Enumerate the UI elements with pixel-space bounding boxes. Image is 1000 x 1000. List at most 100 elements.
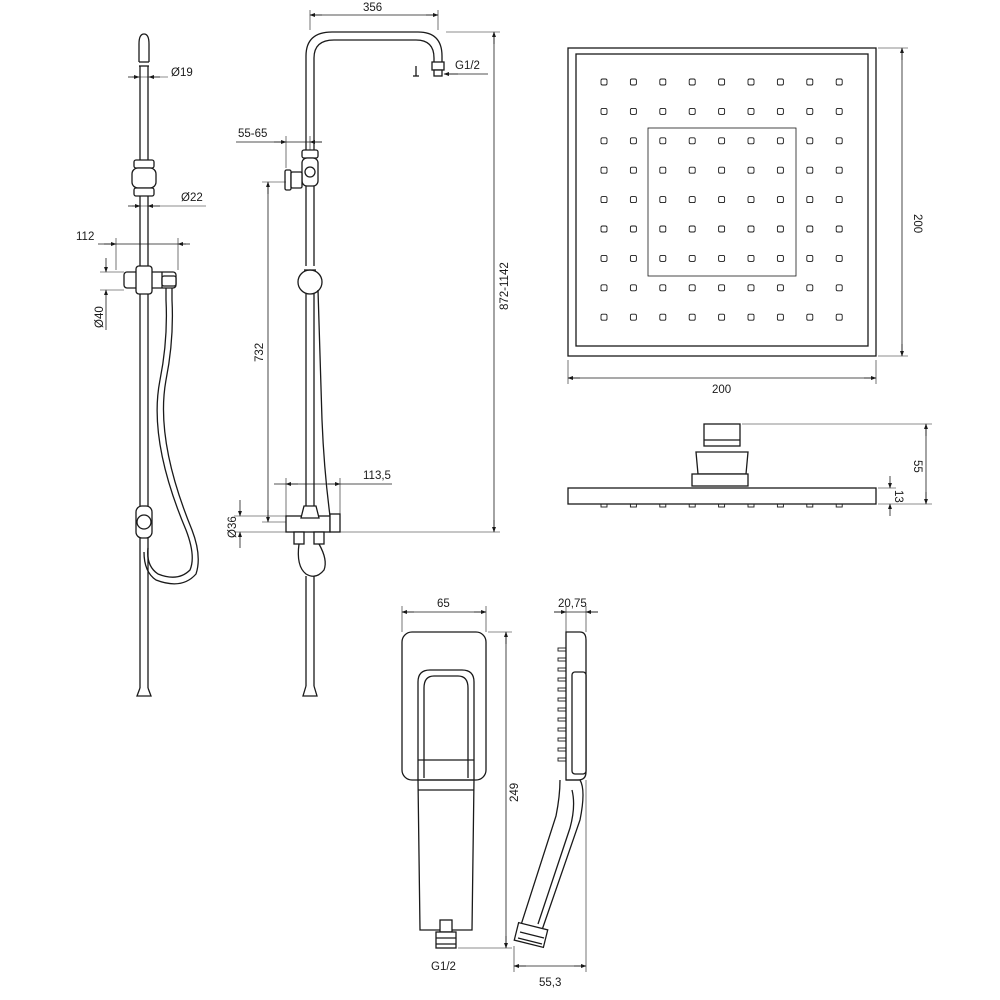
side-nozzle	[776, 503, 784, 508]
nozzle	[776, 196, 784, 204]
hand-nozzles	[557, 647, 567, 762]
hand-nozzle	[557, 747, 567, 752]
dim-height-total: 872-1142	[499, 262, 511, 310]
nozzle	[659, 166, 667, 174]
dim-hand-depth: 55,3	[539, 977, 561, 989]
dim-hand-length: 249	[509, 783, 521, 802]
dim-dia-mid: Ø22	[181, 192, 203, 204]
nozzle	[835, 107, 843, 115]
side-nozzle	[747, 503, 755, 508]
nozzle	[806, 254, 814, 262]
nozzle	[688, 254, 696, 262]
nozzle	[659, 137, 667, 145]
nozzle	[600, 196, 608, 204]
nozzle	[718, 284, 726, 292]
dim-dia-bottom: Ø36	[227, 516, 239, 538]
side-nozzle	[629, 503, 637, 508]
nozzle	[659, 254, 667, 262]
nozzle	[806, 137, 814, 145]
nozzle	[629, 78, 637, 86]
nozzle	[747, 313, 755, 321]
dim-hand-thread: G1/2	[431, 961, 456, 973]
dim-width-112: 112	[76, 231, 94, 243]
hand-nozzle	[557, 717, 567, 722]
nozzle	[659, 284, 667, 292]
nozzle	[776, 78, 784, 86]
nozzle	[776, 137, 784, 145]
side-nozzle	[659, 503, 667, 508]
hand-nozzle	[557, 657, 567, 662]
nozzle	[688, 196, 696, 204]
nozzle	[747, 225, 755, 233]
nozzle	[718, 166, 726, 174]
dim-head-total-height: 55	[911, 460, 923, 473]
nozzle	[600, 166, 608, 174]
nozzle	[688, 166, 696, 174]
column-front-view: 356 G1/2 55-65 732 872-1142 113,5	[227, 2, 511, 697]
nozzle	[747, 166, 755, 174]
dim-head-thickness: 13	[892, 490, 904, 503]
nozzle	[835, 284, 843, 292]
nozzle	[629, 137, 637, 145]
nozzle	[806, 313, 814, 321]
nozzle	[747, 284, 755, 292]
nozzle	[600, 107, 608, 115]
nozzle	[747, 254, 755, 262]
nozzle	[629, 196, 637, 204]
column-side-view: Ø19 Ø22 112 Ø40	[76, 33, 206, 697]
nozzle	[776, 254, 784, 262]
hand-shower-front-view: 65 249 G1/2	[401, 598, 521, 973]
nozzle	[600, 137, 608, 145]
hand-nozzle	[557, 667, 567, 672]
nozzle	[688, 284, 696, 292]
dim-dia-slider: Ø40	[94, 306, 106, 328]
nozzle	[718, 107, 726, 115]
nozzle	[747, 137, 755, 145]
nozzle	[688, 78, 696, 86]
side-nozzle	[600, 503, 608, 508]
hand-nozzle	[557, 727, 567, 732]
nozzle	[659, 107, 667, 115]
hand-shower-side-view: 20,75 55,3	[513, 598, 598, 989]
nozzle	[776, 225, 784, 233]
hand-nozzle	[557, 677, 567, 682]
hand-nozzle	[557, 647, 567, 652]
dim-dia-top: Ø19	[171, 67, 193, 79]
nozzle	[659, 313, 667, 321]
nozzle	[600, 78, 608, 86]
nozzle	[688, 313, 696, 321]
dim-width-356: 356	[363, 2, 382, 14]
nozzle	[806, 196, 814, 204]
nozzle	[659, 78, 667, 86]
nozzle	[659, 196, 667, 204]
dim-height-732: 732	[254, 343, 266, 362]
side-nozzle	[835, 503, 843, 508]
nozzle	[835, 196, 843, 204]
nozzle	[806, 225, 814, 233]
hand-nozzle	[557, 697, 567, 702]
dim-thread-top: G1/2	[455, 60, 480, 72]
nozzle	[629, 225, 637, 233]
nozzle	[776, 313, 784, 321]
side-nozzle	[806, 503, 814, 508]
nozzle	[688, 225, 696, 233]
nozzle	[747, 107, 755, 115]
nozzle	[629, 254, 637, 262]
nozzle	[806, 166, 814, 174]
nozzle	[718, 196, 726, 204]
head-side-view: 55 13	[567, 423, 932, 516]
nozzle	[806, 284, 814, 292]
hand-nozzle	[557, 707, 567, 712]
nozzle	[629, 284, 637, 292]
nozzle	[629, 313, 637, 321]
nozzle	[776, 284, 784, 292]
nozzle	[718, 78, 726, 86]
nozzle	[688, 137, 696, 145]
nozzle	[806, 78, 814, 86]
nozzle	[718, 137, 726, 145]
nozzle	[629, 166, 637, 174]
nozzle	[806, 107, 814, 115]
dim-offset-113-5: 113,5	[363, 470, 391, 482]
side-nozzle	[688, 503, 696, 508]
nozzle	[600, 225, 608, 233]
